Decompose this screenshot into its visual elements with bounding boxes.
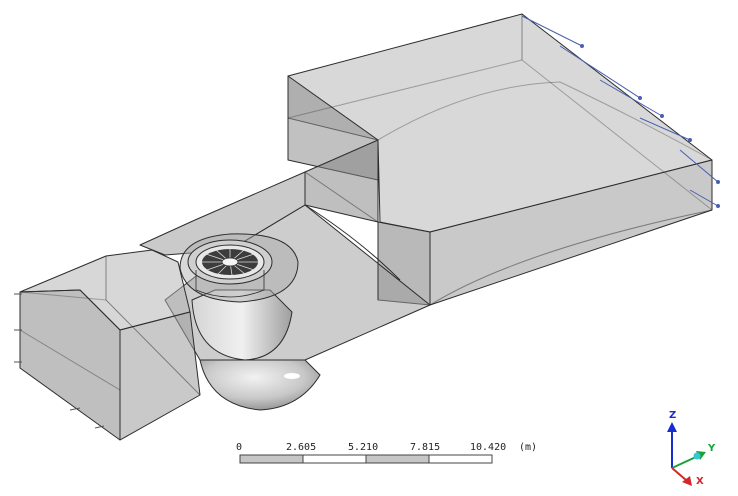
inlet-boundary-arrows — [521, 15, 720, 208]
outlet-boundary-arrows — [14, 293, 105, 429]
upper-reservoir — [287, 13, 713, 306]
draft-tube — [191, 289, 321, 411]
y-axis-label: Y — [708, 443, 716, 454]
triad-origin — [693, 452, 701, 460]
axis-triad-graphic — [667, 422, 706, 486]
axis-triad[interactable]: Z Y X — [650, 410, 730, 490]
tailrace-box — [19, 249, 201, 441]
turbine-runner — [195, 244, 265, 298]
x-axis-line — [671, 467, 687, 481]
tailrace-side-face — [119, 311, 201, 441]
z-axis-arrowhead — [667, 422, 677, 432]
x-axis-arrowhead — [682, 476, 692, 486]
y-axis-line — [671, 455, 699, 469]
x-axis-label: X — [696, 476, 704, 487]
z-axis-label: Z — [669, 410, 677, 421]
